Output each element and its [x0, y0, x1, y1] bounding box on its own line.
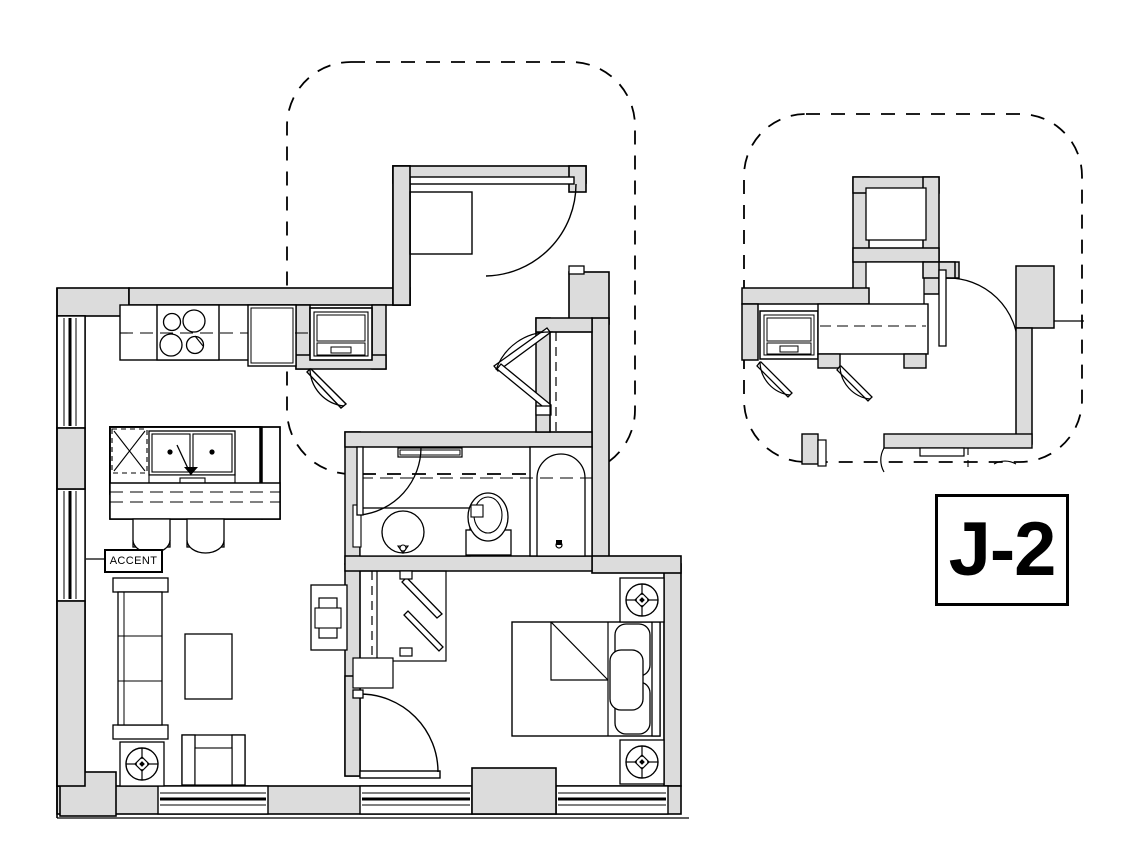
unit-label-text: J-2	[948, 507, 1057, 592]
nightstand-lamp-bottom	[619, 739, 665, 785]
bedroom-door	[352, 689, 441, 779]
nightstand-lamp-top	[619, 577, 665, 623]
coffee-table-icon	[184, 633, 233, 700]
range-cooktop-icon	[159, 309, 206, 357]
kitchen-casework	[119, 304, 372, 367]
refrigerator-icon	[247, 304, 297, 367]
window-bottom-2	[359, 785, 473, 815]
window-left-lower	[56, 488, 86, 602]
toilet-icon	[465, 492, 512, 556]
exterior-walls	[56, 165, 689, 819]
side-table-lamp-icon	[119, 741, 165, 787]
bedroom-furniture	[511, 577, 665, 785]
console-table-icon	[310, 584, 348, 651]
bathtub-icon	[529, 446, 593, 557]
sofa-icon	[112, 577, 169, 740]
living-room-furniture	[112, 577, 348, 787]
armchair-icon	[181, 734, 246, 786]
detail-callout-left-content	[392, 165, 473, 306]
bathroom-sink-icon	[381, 510, 425, 554]
bedroom-closet-bifold-door	[352, 570, 447, 689]
bar-stool-2	[186, 518, 225, 554]
kitchen-island	[109, 426, 281, 554]
bar-stool-1	[132, 518, 171, 554]
detail-washer-dryer-icon	[759, 310, 819, 360]
entry-closet-bifold-door	[493, 327, 593, 433]
bathroom-fixtures	[352, 446, 593, 557]
dishwasher-icon	[111, 428, 148, 474]
accent-wall-tag: ACCENT	[104, 549, 163, 573]
unit-label-box: J-2	[935, 494, 1069, 606]
accent-wall-tag-label: ACCENT	[109, 555, 158, 567]
detail-callout-left-boundary	[286, 61, 636, 475]
bathroom-door	[356, 446, 422, 516]
window-left-upper	[56, 315, 86, 429]
bed-icon	[511, 621, 661, 737]
window-bottom-1	[157, 785, 269, 815]
laundry-closet-washer-dryer	[306, 307, 373, 409]
window-bottom-3	[555, 785, 669, 815]
doors	[352, 176, 593, 779]
kitchen-sink-icon	[148, 430, 236, 486]
detail-callout-right-content	[741, 176, 1084, 473]
